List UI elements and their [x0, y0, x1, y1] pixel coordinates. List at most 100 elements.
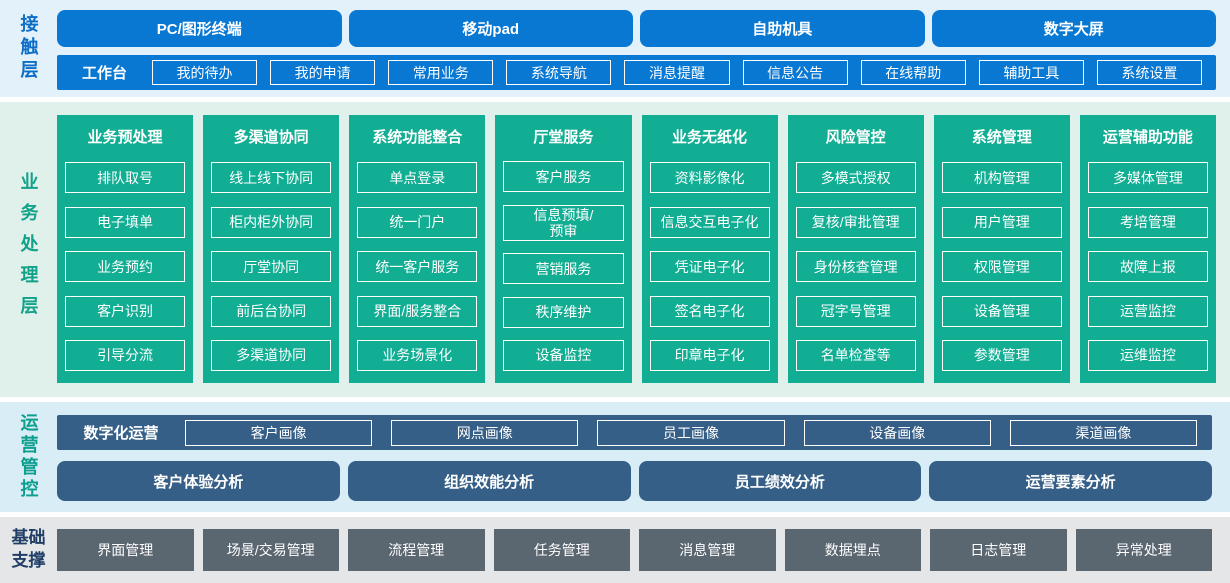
business-item-1-2: 厅堂协同	[211, 251, 332, 283]
terminal-button-3: 数字大屏	[931, 10, 1216, 47]
business-item-5-1: 复核/审批管理	[795, 206, 916, 238]
portrait-item-2: 员工画像	[597, 419, 785, 446]
business-column-title-5: 风险管控	[825, 128, 886, 146]
business-item-2-4: 业务场景化	[357, 339, 478, 371]
portrait-item-1: 网点画像	[391, 419, 579, 446]
operations-layer-label-text: 运营管控	[18, 413, 39, 501]
terminal-button-1: 移动pad	[348, 10, 633, 47]
business-item-4-1: 信息交互电子化	[649, 206, 770, 238]
foundation-item-3: 任务管理	[493, 529, 630, 571]
business-item-6-3: 设备管理	[941, 295, 1062, 327]
business-item-7-4: 运维监控	[1087, 339, 1208, 371]
business-item-0-1: 电子填单	[65, 206, 186, 238]
business-column-title-2: 系统功能整合	[372, 128, 463, 146]
business-item-1-1: 柜内柜外协同	[211, 206, 332, 238]
business-layer-label: 业务处理层	[0, 102, 57, 397]
business-column-1: 多渠道协同线上线下协同柜内柜外协同厅堂协同前后台协同多渠道协同	[203, 115, 340, 383]
workbench-item-0: 我的待办	[152, 60, 258, 85]
business-layer-band: 业务处理层 业务预处理排队取号电子填单业务预约客户识别引导分流多渠道协同线上线下…	[0, 102, 1230, 397]
business-column-5: 风险管控多模式授权复核/审批管理身份核查管理冠字号管理名单检查等	[787, 115, 924, 383]
business-item-3-1: 信息预填/ 预审	[503, 204, 624, 241]
foundation-item-4: 消息管理	[639, 529, 776, 571]
portraits-row: 客户画像网点画像员工画像设备画像渠道画像	[185, 419, 1198, 446]
business-item-3-2: 营销服务	[503, 253, 624, 285]
business-item-5-2: 身份核查管理	[795, 251, 916, 283]
business-layer-label-text: 业务处理层	[18, 172, 39, 327]
business-column-7: 运营辅助功能多媒体管理考培管理故障上报运营监控运维监控	[1079, 115, 1216, 383]
terminal-button-0: PC/图形终端	[57, 10, 342, 47]
foundation-items-row: 界面管理场景/交易管理流程管理任务管理消息管理数据埋点日志管理异常处理	[57, 517, 1230, 583]
workbench-label: 工作台	[81, 65, 127, 82]
business-item-0-2: 业务预约	[65, 251, 186, 283]
business-item-7-2: 故障上报	[1087, 251, 1208, 283]
contact-layer-label-text: 接触层	[18, 14, 39, 83]
portrait-item-4: 渠道画像	[1009, 419, 1198, 446]
analyses-row: 客户体验分析组织效能分析员工绩效分析运营要素分析	[57, 461, 1212, 501]
analysis-button-2: 员工绩效分析	[638, 461, 922, 501]
foundation-item-1: 场景/交易管理	[202, 529, 339, 571]
foundation-item-2: 流程管理	[348, 529, 485, 571]
analysis-button-1: 组织效能分析	[347, 461, 631, 501]
foundation-item-7: 异常处理	[1075, 529, 1212, 571]
analysis-button-3: 运营要素分析	[929, 461, 1212, 501]
business-item-7-1: 考培管理	[1087, 206, 1208, 238]
workbench-item-6: 在线帮助	[860, 60, 966, 85]
foundation-layer-band: 基础支撑 界面管理场景/交易管理流程管理任务管理消息管理数据埋点日志管理异常处理	[0, 517, 1230, 583]
business-item-6-2: 权限管理	[941, 251, 1062, 283]
business-column-title-6: 系统管理	[971, 128, 1032, 146]
business-item-1-0: 线上线下协同	[211, 162, 332, 194]
business-item-2-2: 统一客户服务	[357, 251, 478, 283]
foundation-item-0: 界面管理	[57, 529, 194, 571]
business-item-3-4: 设备监控	[503, 339, 624, 371]
business-item-7-3: 运营监控	[1087, 295, 1208, 327]
business-item-0-0: 排队取号	[65, 162, 186, 194]
business-column-title-3: 厅堂服务	[533, 128, 594, 146]
business-column-0: 业务预处理排队取号电子填单业务预约客户识别引导分流	[57, 115, 194, 383]
analysis-button-0: 客户体验分析	[57, 461, 340, 501]
workbench-item-7: 辅助工具	[978, 60, 1084, 85]
workbench-items-row: 我的待办我的申请常用业务系统导航消息提醒信息公告在线帮助辅助工具系统设置	[152, 60, 1202, 85]
business-item-4-2: 凭证电子化	[649, 251, 770, 283]
foundation-layer-label-text: 基础支撑	[11, 528, 46, 570]
business-item-3-0: 客户服务	[503, 161, 624, 193]
business-column-title-1: 多渠道协同	[233, 128, 309, 146]
operations-layer-band: 运营管控 数字化运营 客户画像网点画像员工画像设备画像渠道画像 客户体验分析组织…	[0, 402, 1230, 512]
foundation-item-5: 数据埋点	[784, 529, 921, 571]
business-item-5-4: 名单检查等	[795, 339, 916, 371]
business-item-4-0: 资料影像化	[649, 162, 770, 194]
business-item-0-3: 客户识别	[65, 295, 186, 327]
business-column-title-4: 业务无纸化	[672, 128, 748, 146]
business-column-4: 业务无纸化资料影像化信息交互电子化凭证电子化签名电子化印章电子化	[641, 115, 778, 383]
business-item-0-4: 引导分流	[65, 339, 186, 371]
foundation-item-6: 日志管理	[930, 529, 1067, 571]
workbench-item-4: 消息提醒	[624, 60, 730, 85]
workbench-bar: 工作台 我的待办我的申请常用业务系统导航消息提醒信息公告在线帮助辅助工具系统设置	[57, 55, 1216, 90]
workbench-item-1: 我的申请	[270, 60, 376, 85]
business-item-3-3: 秩序维护	[503, 296, 624, 328]
business-column-title-7: 运营辅助功能	[1102, 128, 1193, 146]
business-item-6-0: 机构管理	[941, 162, 1062, 194]
portrait-item-3: 设备画像	[803, 419, 991, 446]
workbench-item-5: 信息公告	[742, 60, 848, 85]
business-item-2-0: 单点登录	[357, 162, 478, 194]
business-column-2: 系统功能整合单点登录统一门户统一客户服务界面/服务整合业务场景化	[349, 115, 486, 383]
business-item-1-4: 多渠道协同	[211, 339, 332, 371]
operations-layer-content: 数字化运营 客户画像网点画像员工画像设备画像渠道画像 客户体验分析组织效能分析员…	[57, 402, 1230, 512]
business-item-1-3: 前后台协同	[211, 295, 332, 327]
business-column-3: 厅堂服务客户服务信息预填/ 预审营销服务秩序维护设备监控	[495, 115, 632, 383]
business-columns: 业务预处理排队取号电子填单业务预约客户识别引导分流多渠道协同线上线下协同柜内柜外…	[57, 102, 1230, 397]
business-item-2-3: 界面/服务整合	[357, 295, 478, 327]
terminal-button-2: 自助机具	[640, 10, 925, 47]
foundation-layer-label: 基础支撑	[0, 517, 57, 583]
portrait-item-0: 客户画像	[185, 419, 373, 446]
contact-layer-label: 接触层	[0, 0, 57, 97]
business-item-4-4: 印章电子化	[649, 339, 770, 371]
business-item-2-1: 统一门户	[357, 206, 478, 238]
business-item-5-3: 冠字号管理	[795, 295, 916, 327]
business-item-5-0: 多模式授权	[795, 162, 916, 194]
digital-operations-label: 数字化运营	[83, 425, 159, 442]
workbench-item-8: 系统设置	[1096, 60, 1202, 85]
